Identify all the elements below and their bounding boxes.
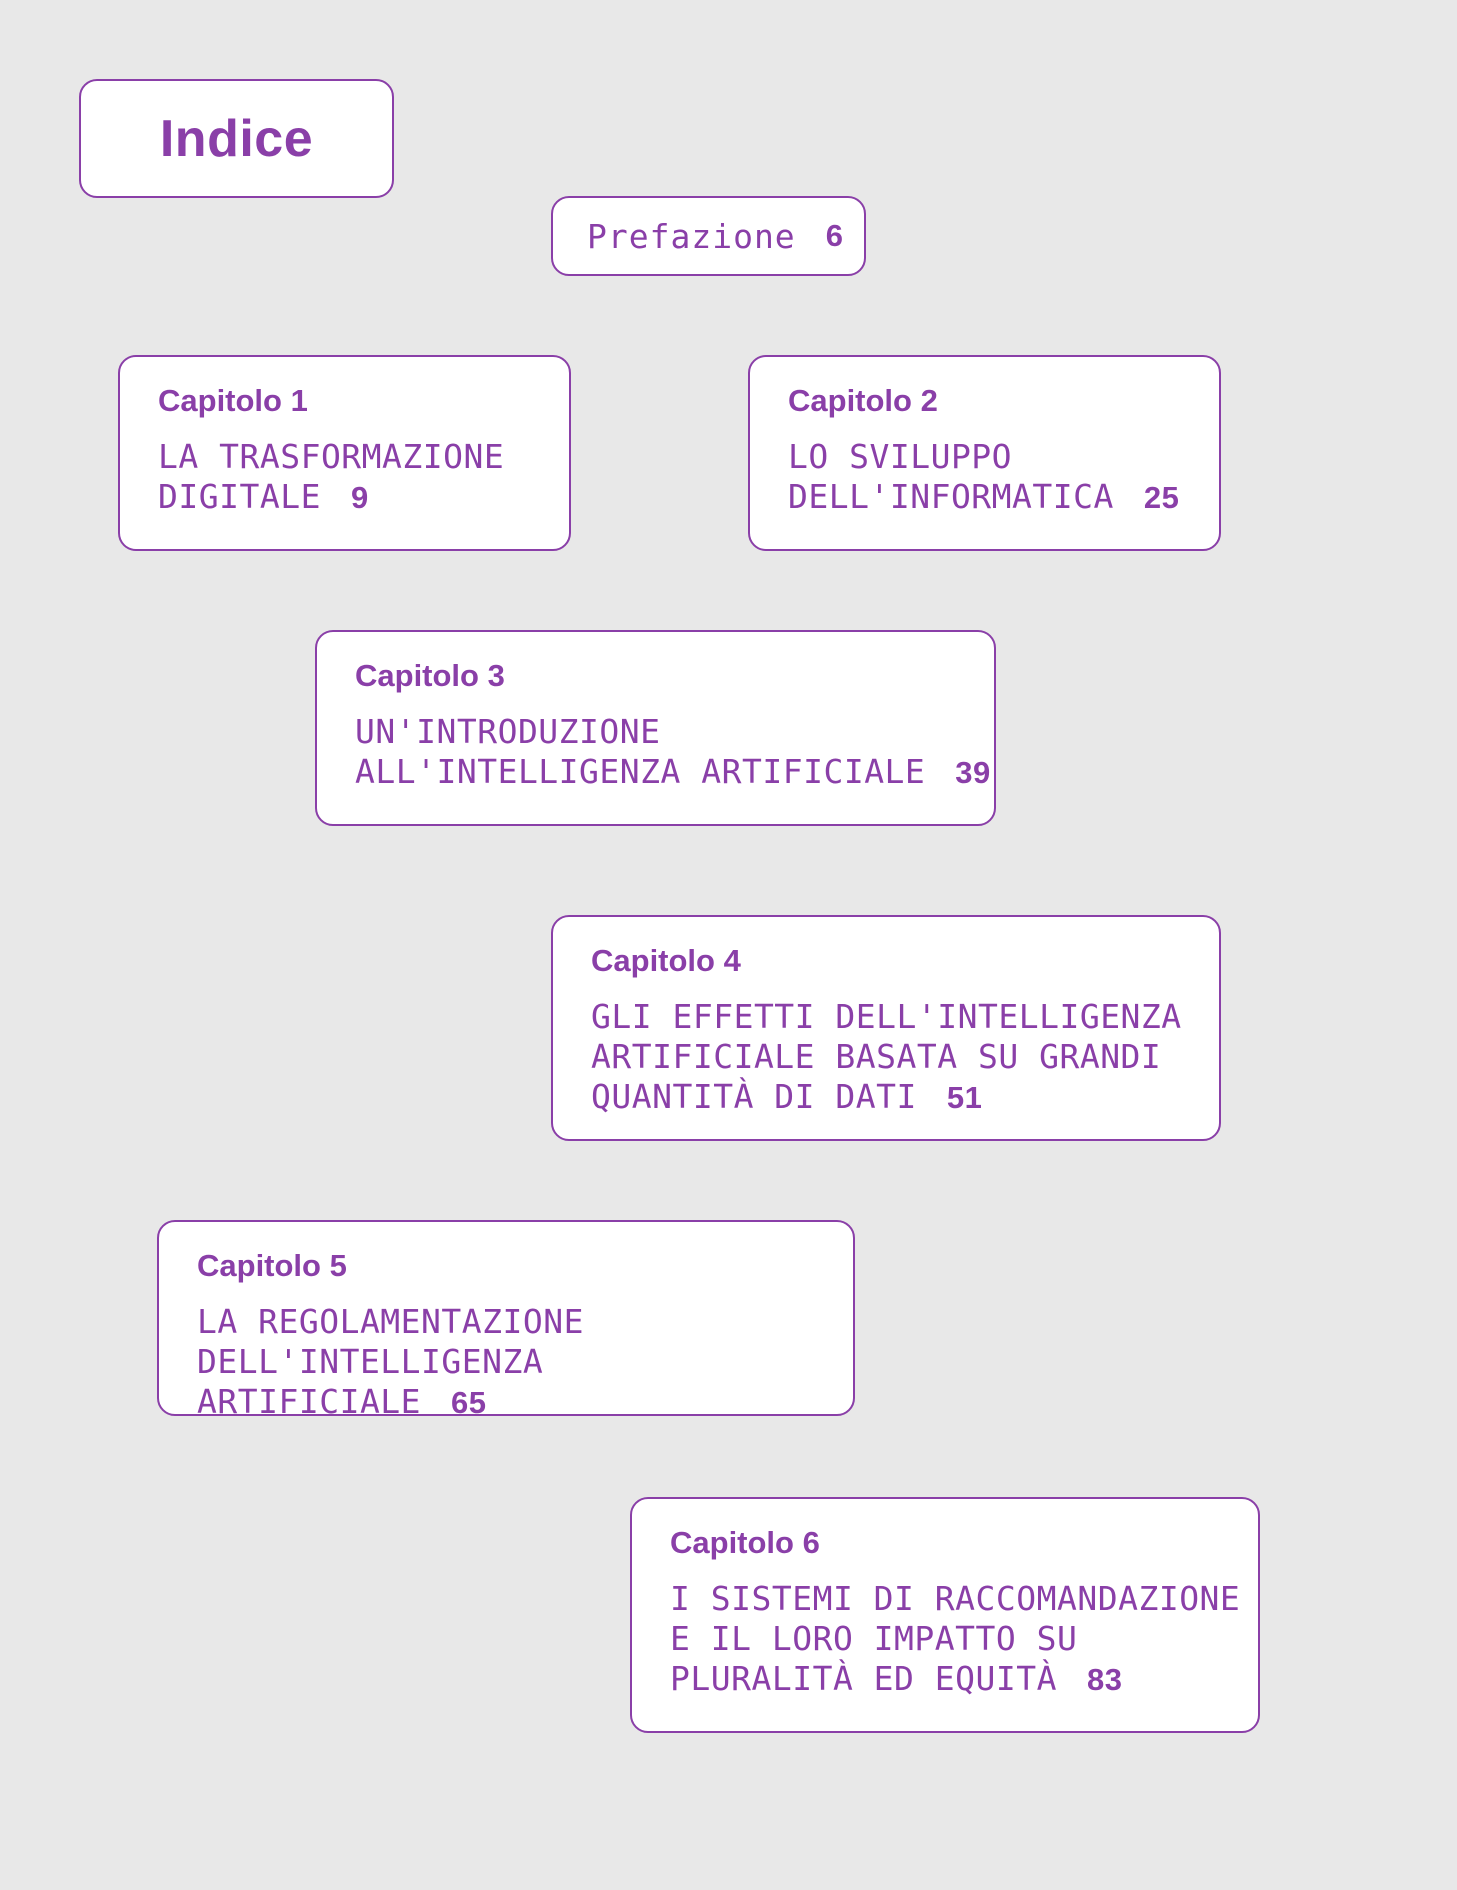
chapter-label: Capitolo 6 <box>670 1525 820 1560</box>
toc-entry-chapter-6[interactable]: Capitolo 6 I SISTEMI DI RACCOMANDAZIONE … <box>630 1497 1260 1733</box>
chapter-title: UN'INTRODUZIONE ALL'INTELLIGENZA ARTIFIC… <box>355 712 926 791</box>
page-title: Indice <box>159 109 314 168</box>
chapter-title-wrap: LA REGOLAMENTAZIONE DELL'INTELLIGENZA AR… <box>197 1302 853 1423</box>
chapter-title: GLI EFFETTI DELL'INTELLIGENZA ARTIFICIAL… <box>591 997 1182 1116</box>
chapter-label: Capitolo 2 <box>788 383 938 418</box>
chapter-label: Capitolo 5 <box>197 1248 347 1283</box>
toc-entry-preface[interactable]: Prefazione 6 <box>551 196 866 276</box>
toc-entry-chapter-4[interactable]: Capitolo 4 GLI EFFETTI DELL'INTELLIGENZA… <box>551 915 1221 1141</box>
toc-entry-chapter-3[interactable]: Capitolo 3 UN'INTRODUZIONE ALL'INTELLIGE… <box>315 630 996 826</box>
chapter-page-number: 65 <box>451 1385 487 1420</box>
chapter-title: I SISTEMI DI RACCOMANDAZIONE E IL LORO I… <box>670 1579 1241 1698</box>
chapter-title-wrap: UN'INTRODUZIONE ALL'INTELLIGENZA ARTIFIC… <box>355 712 994 793</box>
preface-page-number: 6 <box>825 218 843 253</box>
chapter-label: Capitolo 3 <box>355 658 505 693</box>
preface-label: Prefazione <box>587 216 796 256</box>
chapter-page-number: 39 <box>955 755 991 790</box>
chapter-page-number: 25 <box>1143 480 1180 515</box>
chapter-label: Capitolo 1 <box>158 383 308 418</box>
chapter-title-wrap: I SISTEMI DI RACCOMANDAZIONE E IL LORO I… <box>670 1579 1258 1700</box>
toc-entry-chapter-5[interactable]: Capitolo 5 LA REGOLAMENTAZIONE DELL'INTE… <box>157 1220 855 1421</box>
index-title-box: Indice <box>79 79 394 198</box>
chapter-label: Capitolo 4 <box>591 943 741 978</box>
toc-entry-chapter-2[interactable]: Capitolo 2 LO SVILUPPO DELL'INFORMATICA 2… <box>748 355 1221 551</box>
chapter-title: LA REGOLAMENTAZIONE DELL'INTELLIGENZA AR… <box>197 1302 584 1421</box>
chapter-title-wrap: GLI EFFETTI DELL'INTELLIGENZA ARTIFICIAL… <box>591 997 1219 1118</box>
chapter-page-number: 83 <box>1087 1662 1123 1697</box>
chapter-page-number: 51 <box>946 1080 983 1115</box>
chapter-title-wrap: LO SVILUPPO DELL'INFORMATICA 25 <box>788 437 1219 518</box>
chapter-title: LA TRASFORMAZIONE DIGITALE <box>158 437 505 516</box>
chapter-page-number: 9 <box>350 480 369 515</box>
chapter-title: LO SVILUPPO DELL'INFORMATICA <box>788 437 1114 516</box>
